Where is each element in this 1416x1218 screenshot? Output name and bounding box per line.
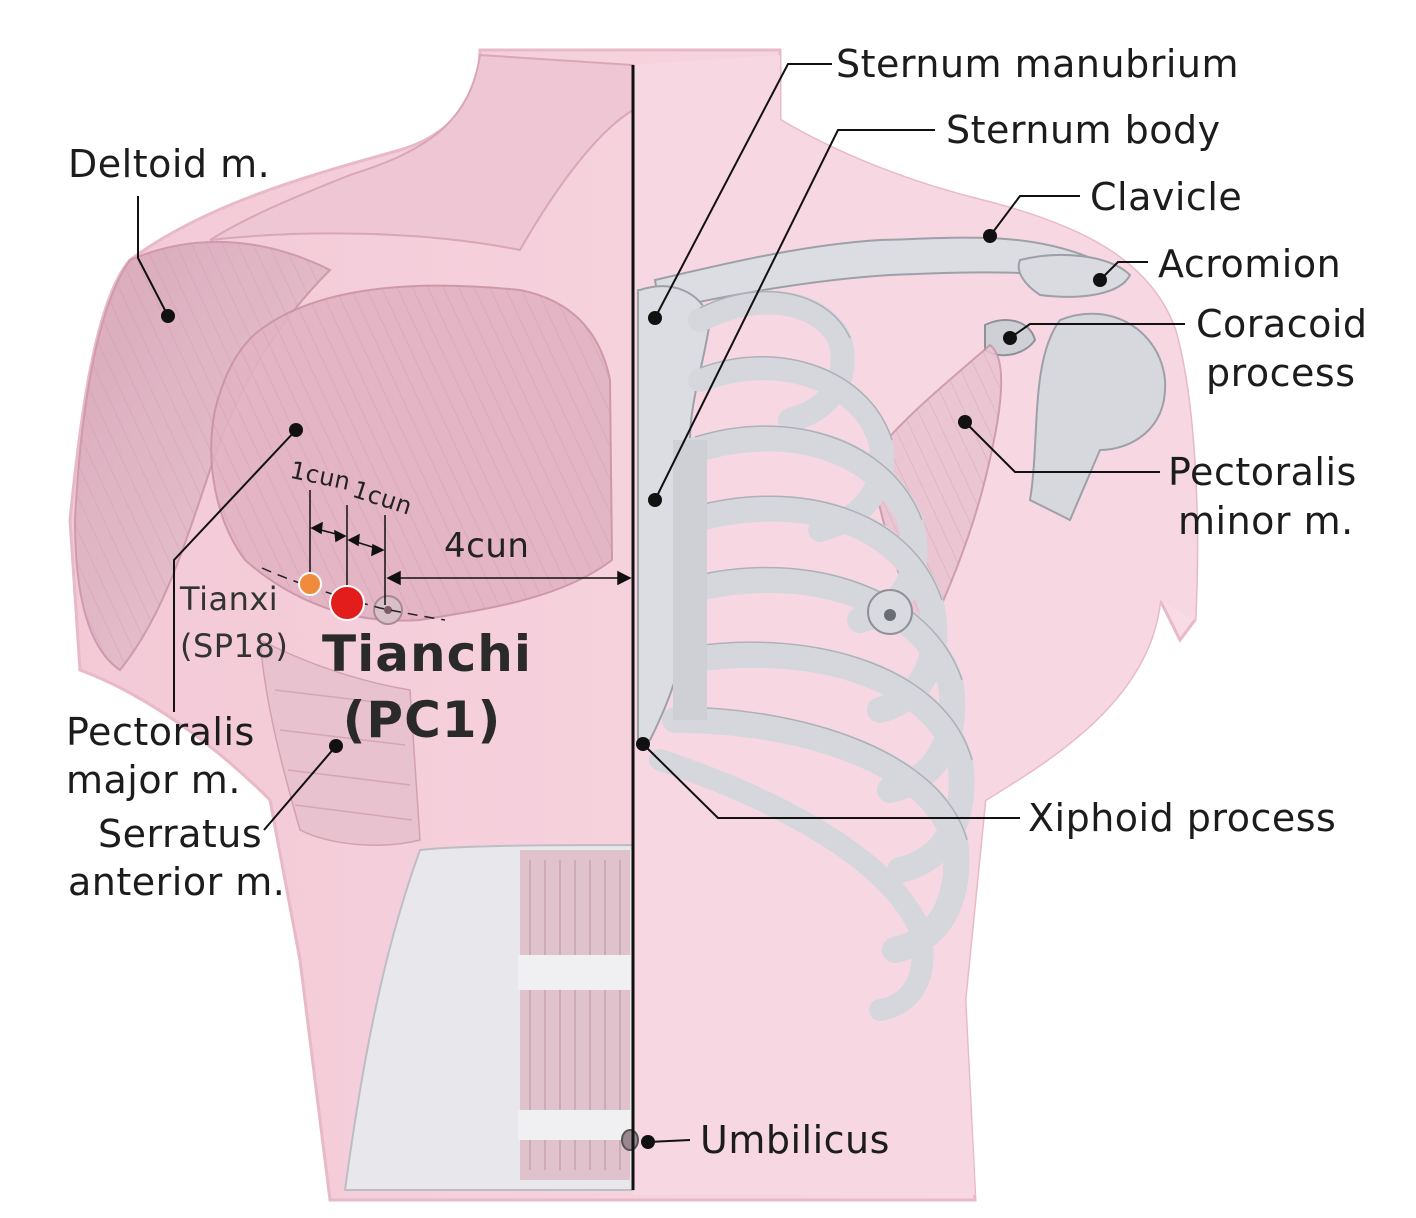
leader-lines [137, 63, 1185, 1143]
label-acromion: Acromion [1158, 242, 1342, 286]
measurement-guides [309, 490, 632, 605]
label-xiphoid: Xiphoid process [1028, 796, 1337, 840]
label-serratus-line2: anterior m. [68, 860, 286, 904]
label-sternum-body: Sternum body [946, 108, 1221, 152]
label-pect-major-line1: Pectoralis [66, 710, 255, 754]
rib-cage [649, 290, 975, 1021]
humerus [1028, 312, 1167, 522]
label-serratus-line1: Serratus [98, 812, 263, 856]
label-deltoid: Deltoid m. [68, 142, 271, 186]
label-pect-major-line2: major m. [66, 758, 241, 802]
label-pect-minor-line1: Pectoralis [1168, 450, 1357, 494]
label-tianchi-name: Tianchi [322, 625, 532, 683]
label-tianxi-code: (SP18) [180, 627, 289, 665]
label-tianchi-code: (PC1) [342, 691, 502, 749]
tianchi-point [329, 585, 365, 621]
intercostal-dashed-line [261, 567, 446, 621]
label-sternum-manubrium: Sternum manubrium [836, 42, 1239, 86]
leader-dots [161, 229, 1107, 1149]
label-umbilicus: Umbilicus [700, 1118, 890, 1162]
tianxi-point [298, 572, 322, 596]
label-clavicle: Clavicle [1090, 175, 1243, 219]
umbilicus-mark [621, 1129, 639, 1151]
label-tianxi-name: Tianxi [180, 580, 279, 618]
label-coracoid-line2: process [1206, 351, 1356, 395]
label-4cun: 4cun [444, 526, 530, 566]
trapezius [209, 53, 634, 252]
label-coracoid-line1: Coracoid [1196, 302, 1368, 346]
label-pect-minor-line2: minor m. [1178, 499, 1354, 543]
